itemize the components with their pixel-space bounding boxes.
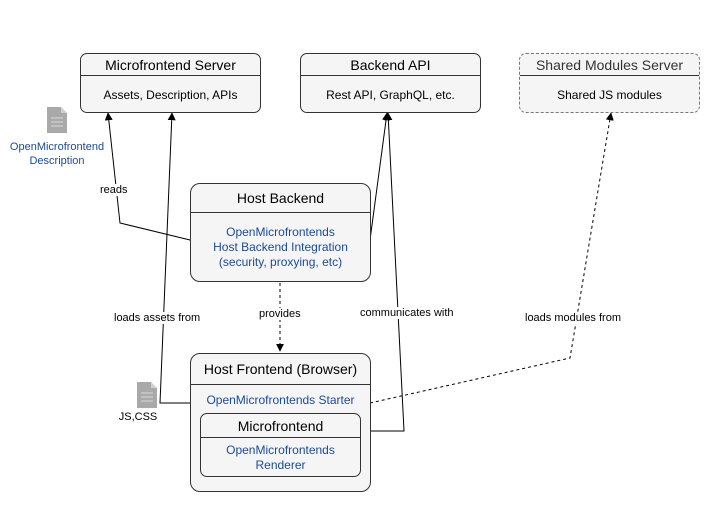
edge-label-provides: provides — [259, 308, 301, 320]
microfrontend-title: Microfrontend — [201, 414, 360, 438]
edge-label-loads-modules-from: loads modules from — [525, 312, 621, 324]
edge-host-backend-to-backend-api — [369, 112, 391, 241]
edge-label-reads: reads — [100, 184, 128, 196]
backend-api-body: Rest API, GraphQL, etc. — [326, 87, 455, 102]
microfrontend-node: Microfrontend OpenMicrofrontends Rendere… — [200, 413, 361, 477]
assets-document-label: JS,CSS — [118, 411, 158, 423]
shared-modules-server-body: Shared JS modules — [557, 87, 662, 102]
edge-loads-assets-from — [159, 112, 190, 404]
microfrontend-server-title: Microfrontend Server — [81, 54, 260, 76]
backend-api-node: Backend API Rest API, GraphQL, etc. — [300, 53, 481, 113]
host-backend-title: Host Backend — [191, 184, 370, 213]
microfrontend-server-node: Microfrontend Server Assets, Description… — [80, 53, 261, 113]
host-frontend-title: Host Frontend (Browser) — [191, 354, 370, 385]
edge-reads — [104, 112, 191, 241]
description-document-label-line1: OpenMicrofrontend — [9, 141, 105, 153]
edge-label-communicates-with: communicates with — [360, 307, 454, 319]
description-document-label: OpenMicrofrontend Description — [2, 140, 112, 168]
edge-loads-modules-from — [369, 112, 614, 404]
microfrontend-line2: Renderer — [255, 457, 306, 472]
host-backend-node: Host Backend OpenMicrofrontends Host Bac… — [190, 183, 371, 282]
host-backend-line2: Host Backend Integration — [213, 240, 348, 254]
backend-api-title: Backend API — [301, 54, 480, 76]
host-backend-line3: (security, proxying, etc) — [218, 255, 343, 269]
microfrontend-line1: OpenMicrofrontends — [226, 442, 335, 457]
description-document-icon — [47, 107, 67, 133]
microfrontend-server-body: Assets, Description, APIs — [103, 87, 238, 102]
host-backend-line1: OpenMicrofrontends — [226, 225, 335, 239]
description-document-label-line2: Description — [29, 155, 85, 167]
edge-communicates-with — [360, 112, 405, 432]
host-frontend-starter: OpenMicrofrontends Starter — [206, 393, 355, 407]
assets-document-icon — [137, 382, 157, 408]
edge-label-loads-assets-from: loads assets from — [114, 312, 201, 324]
shared-modules-server-node: Shared Modules Server Shared JS modules — [519, 53, 700, 113]
shared-modules-server-title: Shared Modules Server — [520, 54, 699, 76]
